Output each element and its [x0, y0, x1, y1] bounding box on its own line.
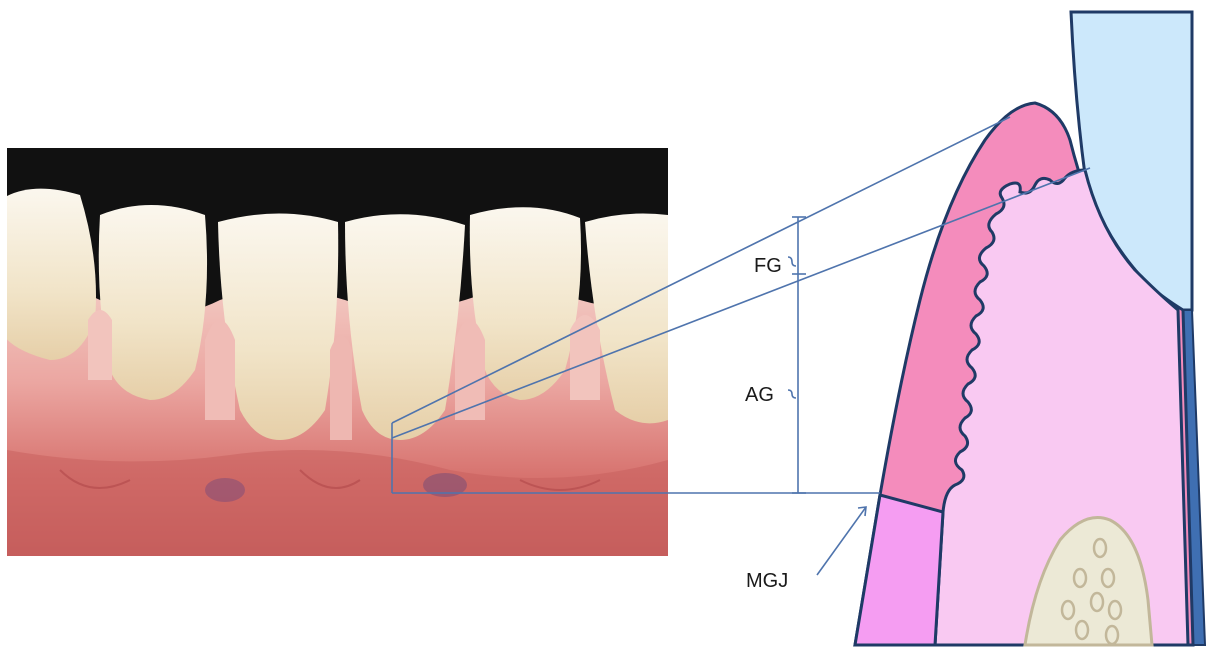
tooth-photo — [99, 205, 207, 400]
gingiva-cross-section — [855, 12, 1205, 645]
tooth-photo — [0, 189, 96, 360]
label-mgj: MGJ — [746, 570, 788, 592]
vessel-photo — [205, 478, 245, 502]
lower-incisors-gingiva-photo — [0, 148, 668, 556]
ag-brace — [788, 390, 796, 398]
label-ag: AG — [745, 384, 774, 406]
alveolar-mucosa-shape — [855, 495, 943, 645]
papilla-photo — [330, 335, 352, 440]
mgj-arrow-line — [817, 507, 866, 575]
label-fg: FG — [754, 255, 782, 277]
fg-brace — [788, 257, 796, 266]
papilla-photo — [455, 320, 485, 420]
papilla-photo — [205, 320, 235, 420]
papilla-photo — [88, 310, 112, 380]
